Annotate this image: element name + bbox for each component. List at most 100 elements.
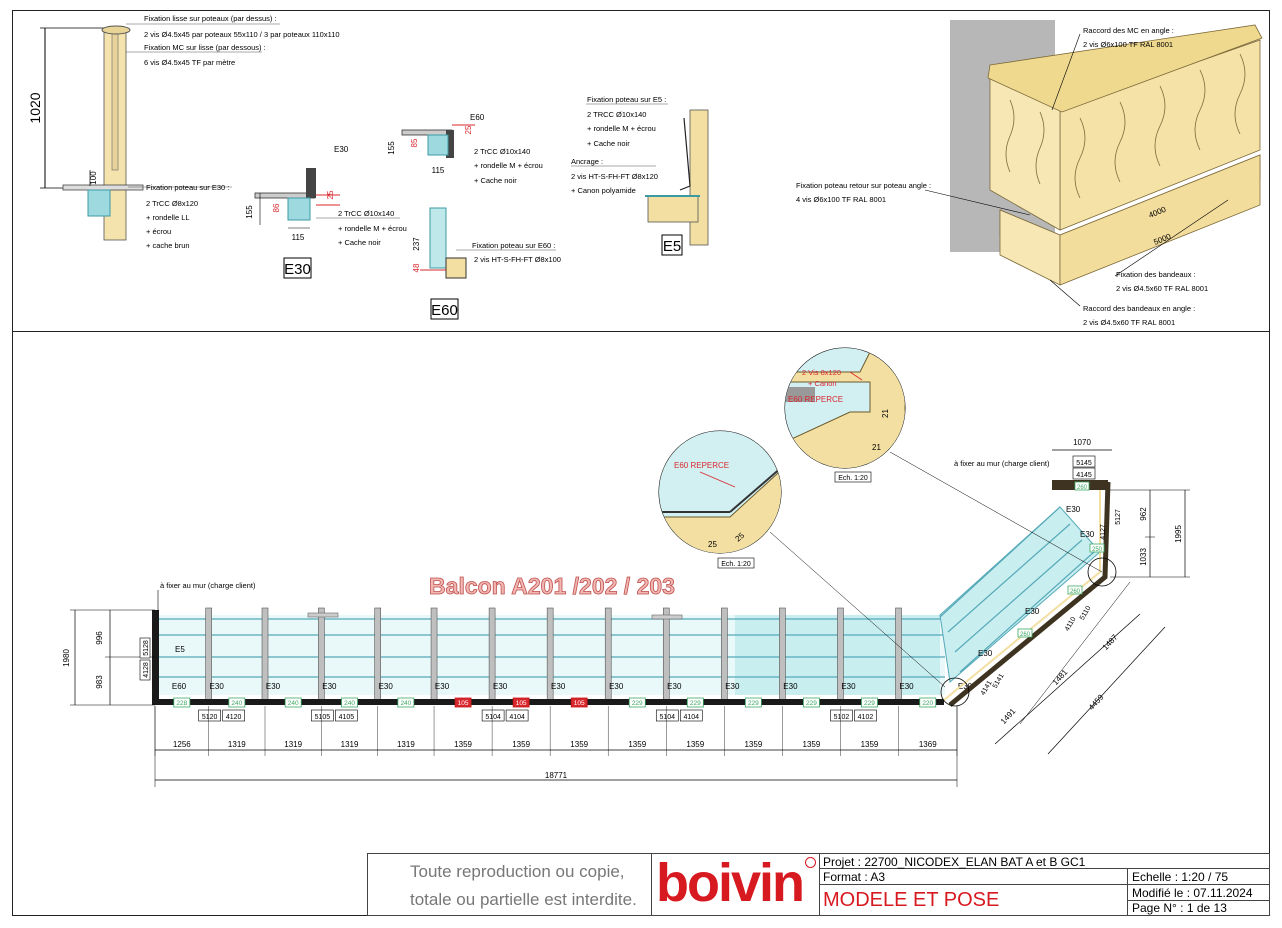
top-details: 1020 100 Fixation lisse sur poteaux (par… <box>27 14 1263 327</box>
echelle-text: Echelle : 1:20 / 75 <box>1132 870 1229 884</box>
code-box <box>198 709 221 722</box>
projet-cell: Projet : 22700_NICODEX_ELAN BAT A et B G… <box>820 853 1270 869</box>
svg-text:48: 48 <box>412 263 421 272</box>
code-box <box>679 709 703 722</box>
part-tag-label: 229 <box>864 700 875 707</box>
svg-text:4110: 4110 <box>1064 616 1078 633</box>
height-dim-1020: 1020 <box>27 92 43 123</box>
modifie-cell: Modifié le : 07.11.2024 <box>1128 885 1270 901</box>
segment-length: 1359 <box>686 740 704 749</box>
code-label: 5105 <box>315 714 331 721</box>
part-tag <box>744 697 762 708</box>
svg-text:21: 21 <box>881 409 890 418</box>
note-fix-mc-text: 6 vis Ø4.5x45 TF par mètre <box>144 58 235 67</box>
segment-length: 1359 <box>744 740 762 749</box>
svg-text:1481: 1481 <box>1051 667 1070 687</box>
part-tag-label: 105 <box>458 700 469 707</box>
page-cell: Page N° : 1 de 13 <box>1128 901 1270 916</box>
part-tag <box>628 697 646 708</box>
svg-text:5128: 5128 <box>143 640 150 656</box>
part-tag <box>341 697 358 708</box>
svg-text:E30: E30 <box>1066 505 1081 514</box>
svg-text:1995: 1995 <box>1174 525 1183 543</box>
code-box <box>222 709 245 722</box>
svg-text:2 TRCC Ø10x140: 2 TRCC Ø10x140 <box>587 110 646 119</box>
svg-text:25: 25 <box>464 125 473 134</box>
segment-length: 1359 <box>570 740 588 749</box>
post-label: E30 <box>266 682 281 691</box>
svg-text:5110: 5110 <box>1079 605 1093 622</box>
svg-text:25: 25 <box>326 190 335 199</box>
svg-text:Ech. 1:20: Ech. 1:20 <box>838 475 868 482</box>
post-label: E30 <box>379 682 394 691</box>
part-tag-label: 240 <box>288 700 299 707</box>
svg-text:+ rondelle M + écrou: + rondelle M + écrou <box>587 124 656 133</box>
modifie-text: Modifié le : 07.11.2024 <box>1132 886 1253 900</box>
svg-text:4127: 4127 <box>1100 524 1107 540</box>
code-box <box>335 709 358 722</box>
svg-text:+ Cache noir: + Cache noir <box>587 139 630 148</box>
post-label: E30 <box>841 682 856 691</box>
svg-text:115: 115 <box>292 233 305 242</box>
svg-text:155: 155 <box>387 141 396 155</box>
code-label: 5104 <box>485 714 501 721</box>
svg-text:1491: 1491 <box>999 706 1018 726</box>
post-label: E30 <box>493 682 508 691</box>
svg-text:25: 25 <box>708 540 717 549</box>
code-label: 4105 <box>339 714 355 721</box>
svg-text:2 vis Ø4.5x60 TF RAL 8001: 2 vis Ø4.5x60 TF RAL 8001 <box>1083 318 1175 327</box>
svg-text:2 vis Ø6x100 TF RAL 8001: 2 vis Ø6x100 TF RAL 8001 <box>1083 40 1173 49</box>
angled-run: à fixer au mur (charge client) <box>939 459 1117 707</box>
code-label: 4102 <box>858 714 874 721</box>
total-length: 18771 <box>545 771 568 780</box>
code-box <box>505 709 529 722</box>
svg-text:1033: 1033 <box>1139 548 1148 566</box>
post-label: E30 <box>958 682 973 691</box>
part-tag-label: 240 <box>400 700 411 707</box>
projet-text: Projet : 22700_NICODEX_ELAN BAT A et B G… <box>823 855 1086 869</box>
svg-text:4141: 4141 <box>980 680 994 697</box>
svg-text:E30: E30 <box>1025 607 1040 616</box>
svg-text:E30: E30 <box>1080 530 1095 539</box>
svg-text:+ rondelle M + écrou: + rondelle M + écrou <box>338 224 407 233</box>
segment-length: 1319 <box>341 740 359 749</box>
format-text: Format : A3 <box>823 870 886 884</box>
svg-text:Raccord des bandeaux en angle: Raccord des bandeaux en angle : <box>1083 304 1195 313</box>
svg-text:+ écrou: + écrou <box>146 227 171 236</box>
svg-text:Fixation des bandeaux :: Fixation des bandeaux : <box>1116 270 1196 279</box>
modele-cell: MODELE ET POSE <box>820 885 1128 916</box>
svg-text:4145: 4145 <box>1076 472 1092 479</box>
svg-text:2 vis Ø4.5x60 TF RAL 8001: 2 vis Ø4.5x60 TF RAL 8001 <box>1116 284 1208 293</box>
code-box <box>830 709 853 722</box>
svg-text:à fixer au mur (charge client): à fixer au mur (charge client) <box>954 459 1050 468</box>
svg-text:E60 REPERCE: E60 REPERCE <box>674 461 729 470</box>
svg-text:+ Cache noir: + Cache noir <box>338 238 381 247</box>
svg-text:983: 983 <box>95 675 104 689</box>
svg-text:2 vis HT-S-FH-FT Ø8x120: 2 vis HT-S-FH-FT Ø8x120 <box>571 172 658 181</box>
svg-text:+ rondelle M + écrou: + rondelle M + écrou <box>474 161 543 170</box>
svg-text:5145: 5145 <box>1076 460 1092 467</box>
segment-length: 1319 <box>284 740 302 749</box>
e30-label: E30 <box>284 261 311 278</box>
part-tag <box>803 697 820 708</box>
segment-length: 1359 <box>454 740 472 749</box>
post-label: E30 <box>783 682 798 691</box>
part-tag <box>919 697 937 708</box>
part-tag <box>512 697 530 708</box>
post-label: E30 <box>609 682 624 691</box>
part-tag-label: 105 <box>516 700 527 707</box>
svg-text:237: 237 <box>412 237 421 251</box>
detail-e5: Fixation poteau sur E5 : 2 TRCC Ø10x140 … <box>571 95 709 256</box>
post-label: E60 <box>172 682 187 691</box>
svg-text:962: 962 <box>1139 507 1148 521</box>
svg-text:260: 260 <box>1020 632 1031 638</box>
part-tag-label: 229 <box>690 700 701 707</box>
part-tag-label: 220 <box>922 700 933 707</box>
post-label: E30 <box>210 682 225 691</box>
svg-text:2 vis HT-S-FH-FT Ø8x100: 2 vis HT-S-FH-FT Ø8x100 <box>474 255 561 264</box>
segment-length: 1359 <box>803 740 821 749</box>
svg-text:85: 85 <box>410 138 419 147</box>
svg-text:1487: 1487 <box>1101 632 1120 652</box>
svg-text:100: 100 <box>89 171 98 185</box>
